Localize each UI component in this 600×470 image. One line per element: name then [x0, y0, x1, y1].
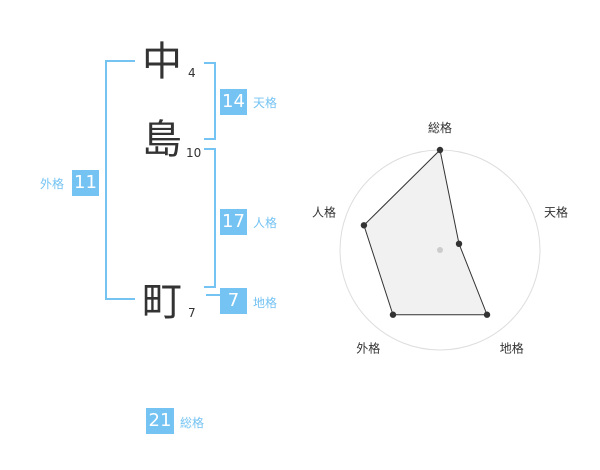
radar-axis-label: 地格 [500, 341, 524, 356]
soukaku-label: 総格 [180, 416, 205, 430]
radar-center-dot [437, 247, 443, 253]
name-char-1-strokes: 4 [188, 66, 196, 80]
radar-axis-label: 総格 [428, 120, 452, 135]
jinkaku-label: 人格 [253, 216, 278, 230]
radar-point [455, 240, 463, 248]
jinkaku-bracket [204, 148, 216, 288]
chikaku-value: 7 [220, 288, 247, 314]
radar-point [483, 311, 491, 318]
name-char-2: 島 [142, 117, 182, 163]
radar-point [360, 222, 368, 229]
radar-axis-label: 人格 [312, 204, 336, 219]
name-char-3: 町 [142, 279, 182, 325]
jinkaku-value: 17 [220, 209, 247, 235]
spacer [170, 396, 172, 408]
radar-axis-label: 天格 [544, 204, 568, 219]
tenkaku-value: 14 [220, 89, 247, 115]
tenkaku-bracket [204, 62, 216, 140]
radar-area [363, 148, 488, 316]
name-char-3-strokes: 7 [188, 306, 196, 320]
radar-point [389, 311, 397, 318]
soukaku-value: 21 [146, 408, 174, 434]
radar-point [436, 146, 444, 154]
gaikaku-value: 11 [72, 170, 99, 196]
gaikaku-label: 外格 [40, 177, 65, 191]
name-char-2-strokes: 10 [186, 146, 202, 160]
gaikaku-bracket [105, 60, 135, 300]
name-char-1: 中 [142, 39, 182, 85]
tenkaku-label: 天格 [253, 96, 278, 110]
radar-axis-label: 外格 [356, 341, 380, 356]
chikaku-connector [206, 294, 220, 296]
chikaku-label: 地格 [253, 296, 278, 310]
